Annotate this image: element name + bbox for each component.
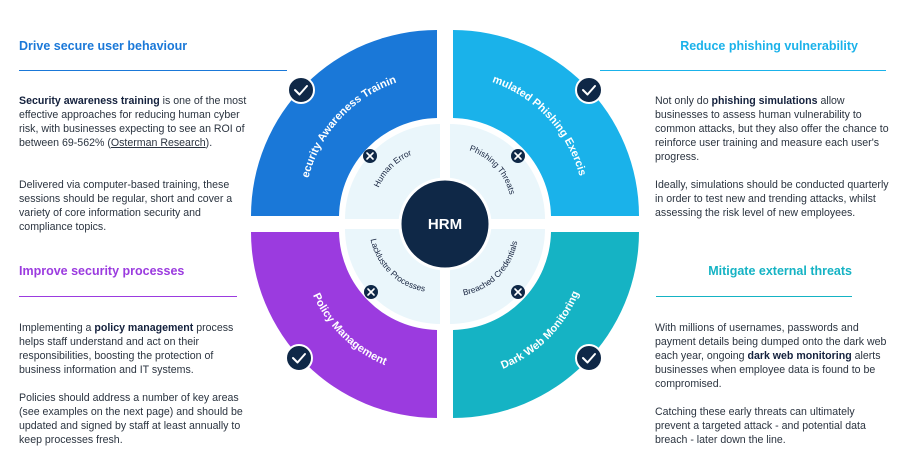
- paragraph-computer-based-training: Delivered via computer-based training, t…: [19, 179, 233, 233]
- divider-top-right: [600, 70, 886, 71]
- paragraph-policies-key-areas: Policies should address a number of key …: [19, 392, 243, 446]
- section-title-improve-security-processes: Improve security processes: [19, 264, 185, 278]
- cross-icon: [511, 149, 525, 163]
- paragraph-simulations-quarterly: Ideally, simulations should be conducted…: [655, 179, 889, 219]
- segment-policy-management: [251, 232, 437, 418]
- section-title-reduce-phishing-vulnerability: Reduce phishing vulnerability: [680, 39, 858, 53]
- divider-bottom-right: [656, 296, 852, 297]
- hrm-center-label: HRM: [428, 216, 462, 233]
- osterman-research-link[interactable]: Osterman Research: [110, 137, 206, 149]
- paragraph-dark-web-monitoring: With millions of usernames, passwords an…: [655, 322, 887, 390]
- segment-dark-web-monitoring: [453, 232, 639, 418]
- segment-security-awareness-training: [251, 30, 437, 216]
- cross-icon: [363, 149, 377, 163]
- check-icon: [575, 76, 603, 104]
- section-title-drive-secure-user-behaviour: Drive secure user behaviour: [19, 39, 188, 53]
- check-icon: [575, 344, 603, 372]
- cross-icon: [364, 285, 378, 299]
- segment-simulated-phishing-exercises: [453, 30, 639, 216]
- hrm-center-circle: [398, 177, 492, 271]
- paragraph-policy-management: Implementing a policy management process…: [19, 322, 234, 376]
- paragraph-security-awareness: Security awareness training is one of th…: [19, 95, 247, 149]
- paragraph-phishing-simulations: Not only do phishing simulations allow b…: [655, 95, 889, 163]
- divider-top-left: [19, 70, 287, 71]
- paragraph-catching-early-threats: Catching these early threats can ultimat…: [655, 406, 866, 446]
- check-icon: [285, 344, 313, 372]
- section-title-mitigate-external-threats: Mitigate external threats: [708, 264, 852, 278]
- divider-bottom-left: [19, 296, 237, 297]
- check-icon: [287, 76, 315, 104]
- cross-icon: [511, 285, 525, 299]
